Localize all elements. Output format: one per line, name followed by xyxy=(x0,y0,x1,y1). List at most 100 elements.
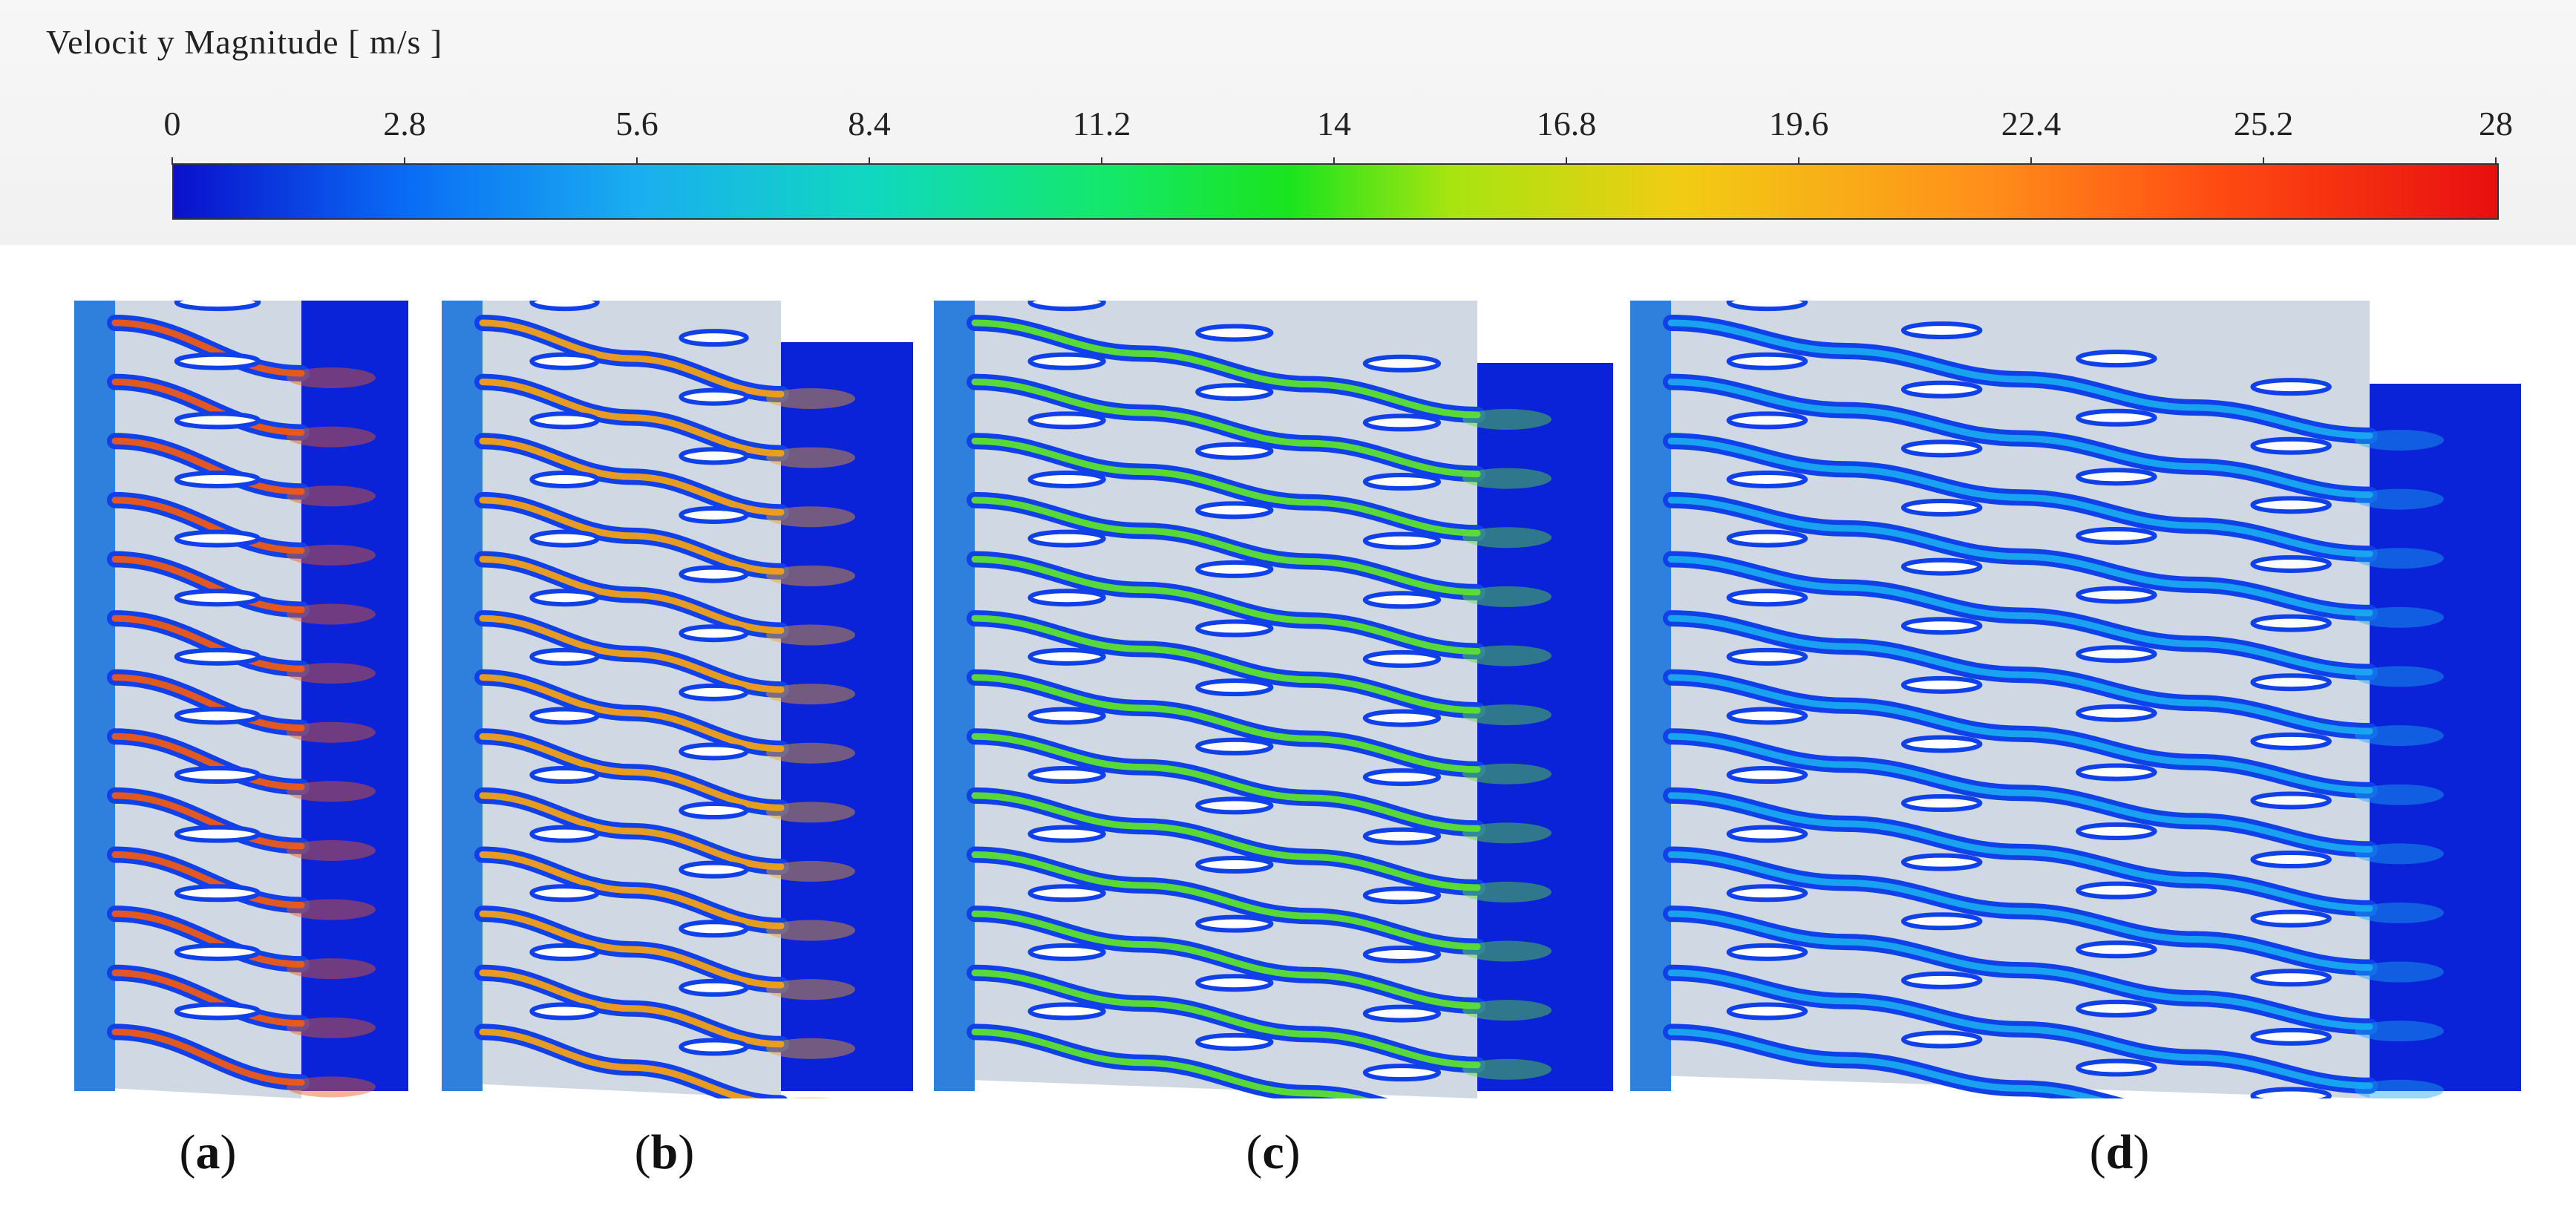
exit-plume xyxy=(766,979,855,1001)
tick-label: 16.8 xyxy=(1536,105,1597,143)
velocity-jet xyxy=(479,674,785,753)
velocity-jet xyxy=(111,555,305,613)
exit-plume xyxy=(1462,645,1552,667)
guide-vane xyxy=(1195,678,1274,697)
guide-vane xyxy=(1900,853,1983,871)
guide-vane xyxy=(2076,468,2157,486)
guide-vane xyxy=(1027,1002,1106,1021)
guide-vane xyxy=(1027,943,1106,961)
velocity-jet xyxy=(111,497,305,554)
tick-label: 22.4 xyxy=(2001,105,2062,143)
tick-label: 25.2 xyxy=(2233,105,2294,143)
guide-vane xyxy=(529,411,600,430)
guide-vane xyxy=(1362,473,1442,491)
velocity-jet xyxy=(1667,792,2373,912)
guide-vane xyxy=(1027,301,1106,312)
exit-plume xyxy=(287,603,376,625)
velocity-jet xyxy=(111,733,305,790)
guide-vane xyxy=(174,943,261,961)
exit-plume xyxy=(790,1097,831,1098)
guide-vane xyxy=(679,447,749,465)
inlet-manifold xyxy=(442,301,483,1091)
guide-vane xyxy=(2250,378,2332,396)
exit-plume xyxy=(1462,704,1552,726)
exit-plume xyxy=(766,624,855,646)
outlet-plenum xyxy=(2370,384,2521,1091)
guide-vane xyxy=(529,589,600,607)
colorbar-tick-mark xyxy=(171,157,173,165)
guide-vane xyxy=(1195,856,1274,874)
guide-vane xyxy=(2250,1027,2332,1046)
velocity-jet xyxy=(971,319,1481,419)
velocity-jet xyxy=(971,733,1481,832)
guide-vane xyxy=(174,825,261,843)
guide-vane xyxy=(679,683,749,701)
guide-vane xyxy=(1362,413,1442,432)
guide-vane xyxy=(1726,707,1808,725)
exit-plume xyxy=(1462,763,1552,785)
velocity-jet xyxy=(111,910,305,968)
colorbar-gradient xyxy=(172,163,2499,220)
exit-plume xyxy=(1462,527,1552,548)
contour-plot-a xyxy=(74,301,408,1098)
outlet-plenum xyxy=(1477,363,1613,1091)
guide-vane xyxy=(1726,352,1808,370)
colorbar-legend: Velocit y Magnitude [ m/s ] 0 2.8 5.6 8.… xyxy=(0,0,2576,245)
inlet-manifold xyxy=(74,301,115,1091)
guide-vane xyxy=(1362,1004,1442,1023)
guide-vane xyxy=(679,860,749,879)
velocity-jet xyxy=(111,1028,305,1086)
guide-vane xyxy=(1027,884,1106,903)
velocity-jet xyxy=(1667,851,2373,972)
guide-vane xyxy=(529,884,600,903)
guide-vane xyxy=(1195,737,1274,756)
exit-plume xyxy=(766,802,855,823)
guide-vane xyxy=(529,707,600,725)
guide-vane xyxy=(679,505,749,524)
tick-label: 14 xyxy=(1317,105,1351,143)
guide-vane xyxy=(1726,589,1808,607)
guide-vane xyxy=(1027,647,1106,666)
guide-vane xyxy=(174,301,261,312)
guide-vane xyxy=(2076,408,2157,427)
velocity-jet xyxy=(111,674,305,732)
colorbar-tick-mark xyxy=(404,157,405,165)
guide-vane xyxy=(1362,591,1442,609)
guide-vane xyxy=(2076,999,2157,1018)
velocity-contour-panel-a xyxy=(74,301,408,1098)
exit-plume xyxy=(287,839,376,861)
guide-vane xyxy=(529,943,600,961)
guide-vane xyxy=(174,352,261,370)
guide-vane xyxy=(679,565,749,583)
guide-vane xyxy=(1027,589,1106,607)
guide-vane xyxy=(1362,827,1442,845)
velocity-jet xyxy=(479,1028,762,1098)
inlet-manifold xyxy=(1630,301,1671,1091)
velocity-jet xyxy=(971,674,1481,773)
velocity-jet xyxy=(479,437,785,516)
exit-plume xyxy=(287,485,376,507)
guide-vane xyxy=(1726,884,1808,903)
exit-plume xyxy=(1462,822,1552,844)
inlet-manifold xyxy=(934,301,975,1091)
channel-body xyxy=(1671,301,2370,1098)
velocity-jet xyxy=(111,437,305,495)
tick-label: 19.6 xyxy=(1768,105,1829,143)
exit-plume xyxy=(2355,902,2444,923)
velocity-jet xyxy=(111,792,305,850)
colorbar-tick-mark xyxy=(869,157,870,165)
velocity-jet xyxy=(971,910,1481,1009)
guide-vane xyxy=(2076,586,2157,604)
velocity-jet xyxy=(971,555,1481,655)
exit-plume xyxy=(1462,940,1552,962)
guide-vane xyxy=(1726,766,1808,785)
guide-vane xyxy=(174,707,261,725)
panel-label-c: (c) xyxy=(1246,1125,1301,1179)
exit-plume xyxy=(1462,1058,1552,1080)
guide-vane xyxy=(174,884,261,903)
guide-vane xyxy=(174,470,261,488)
guide-vane xyxy=(2250,1087,2332,1098)
guide-vane xyxy=(679,920,749,938)
colorbar-tick-mark xyxy=(1101,157,1102,165)
colorbar-tick-mark xyxy=(1566,157,1567,165)
